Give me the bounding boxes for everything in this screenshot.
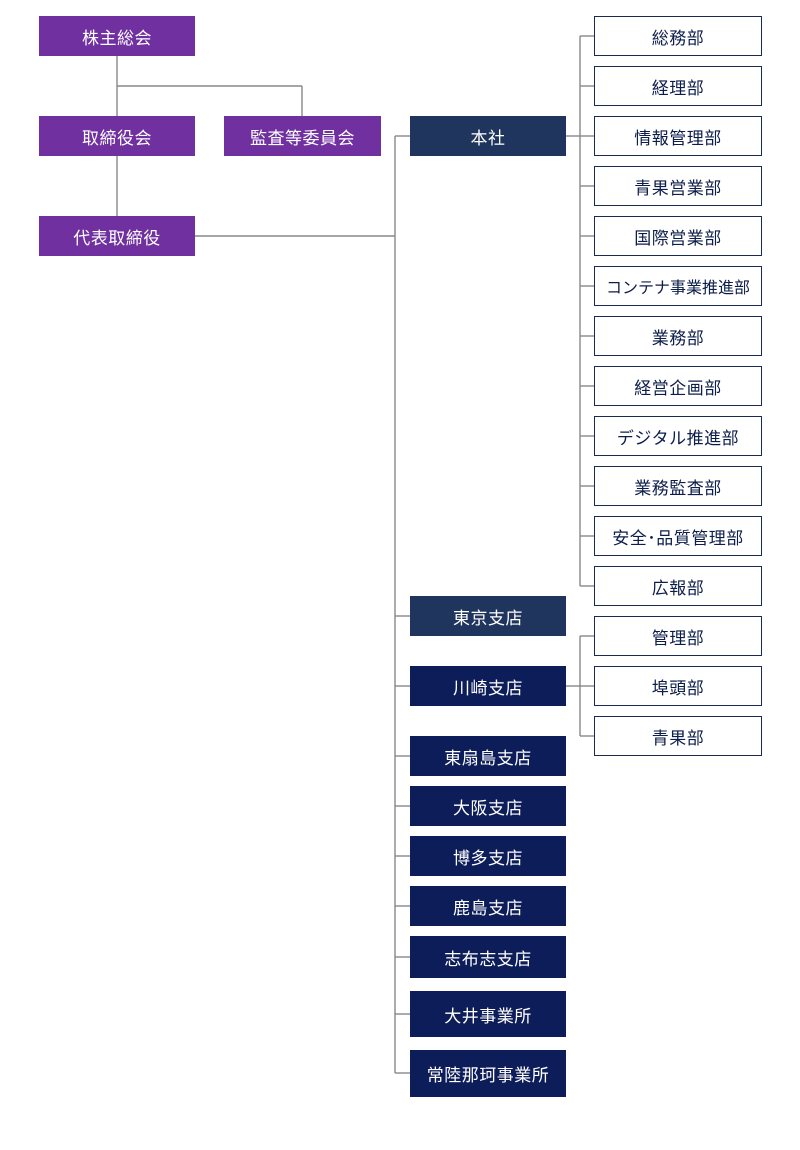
node-department: コンテナ事業推進部 — [594, 266, 762, 306]
node-shareholders-meeting: 株主総会 — [39, 16, 195, 56]
node-branch: 東京支店 — [410, 596, 566, 636]
node-headquarters: 本社 — [410, 116, 566, 156]
node-board-of-directors: 取締役会 — [39, 116, 195, 156]
node-branch: 東扇島支店 — [410, 736, 566, 776]
node-department: 広報部 — [594, 566, 762, 606]
node-branch: 志布志支店 — [410, 936, 566, 978]
node-representative-director: 代表取締役 — [39, 216, 195, 256]
node-branch: 常陸那珂事業所 — [410, 1050, 566, 1097]
node-audit-committee: 監査等委員会 — [224, 116, 381, 156]
node-department: デジタル推進部 — [594, 416, 762, 456]
node-branch: 鹿島支店 — [410, 886, 566, 926]
node-kawasaki-department: 埠頭部 — [594, 666, 762, 706]
node-branch: 川崎支店 — [410, 666, 566, 706]
node-department: 情報管理部 — [594, 116, 762, 156]
node-department: 国際営業部 — [594, 216, 762, 256]
node-branch: 博多支店 — [410, 836, 566, 876]
node-department: 総務部 — [594, 16, 762, 56]
node-kawasaki-department: 管理部 — [594, 616, 762, 656]
node-department: 青果営業部 — [594, 166, 762, 206]
node-department: 経理部 — [594, 66, 762, 106]
node-department: 経営企画部 — [594, 366, 762, 406]
node-department: 業務監査部 — [594, 466, 762, 506]
node-branch: 大井事業所 — [410, 991, 566, 1037]
node-kawasaki-department: 青果部 — [594, 716, 762, 756]
node-department: 安全･品質管理部 — [594, 516, 762, 556]
node-branch: 大阪支店 — [410, 786, 566, 826]
node-department: 業務部 — [594, 316, 762, 356]
